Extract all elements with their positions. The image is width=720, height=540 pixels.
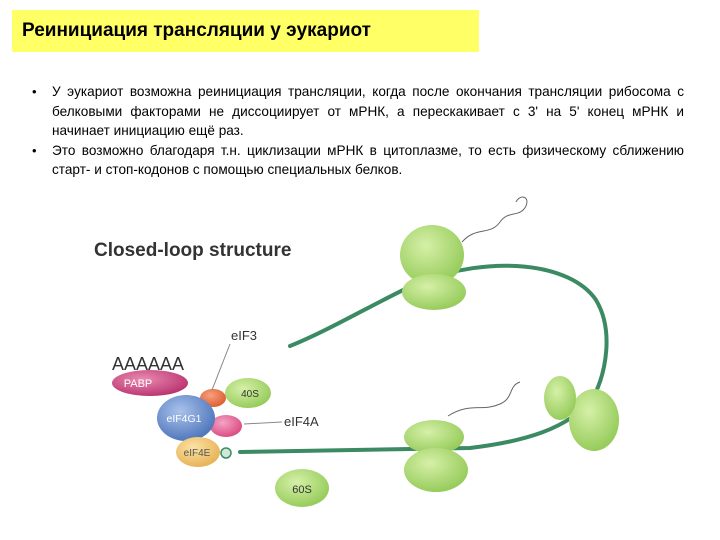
label-eif4e: eIF4E [184,448,211,459]
figure-heading: Closed-loop structure [94,240,291,261]
eif4a-protein [210,415,242,437]
label-pabp: PABP [124,378,153,390]
ribosome-top-small [400,225,464,285]
pabp-protein [112,370,188,396]
bullet-item: У эукариот возможна реинициация трансляц… [32,82,684,141]
ribosome-bottom-large [404,448,468,492]
leader-line-eif4a [243,421,283,425]
ribosome-top-large [402,274,466,310]
mrna-cap [220,447,232,459]
ribosome-right-large [569,389,619,451]
peptide-chain [461,196,528,243]
label-eif3: eIF3 [231,328,257,343]
slide-title: Реинициация трансляции у эукариот [22,20,371,41]
eif4e-protein [176,437,220,467]
mrna-strand [238,263,609,454]
label-eif4g1: eIF4G1 [166,413,201,425]
peptide-chain [447,381,521,417]
ribosome-bottom-small [404,420,464,454]
ribosome-right-small [544,376,576,420]
bullet-item: Это возможно благодаря т.н. циклизации м… [32,141,684,180]
label-60s: 60S [292,484,312,496]
label-polya: AAAAAA [112,354,184,374]
subunit-40s [225,378,271,408]
eif4g1-protein [157,395,215,441]
leader-line-eif3 [211,343,231,391]
bullet-list: У эукариот возможна реинициация трансляц… [32,82,684,180]
subunit-60s [275,469,329,507]
label-40s: 40S [241,389,259,400]
title-banner: Реинициация трансляции у эукариот [12,10,479,52]
label-eif4a: eIF4A [284,414,319,429]
